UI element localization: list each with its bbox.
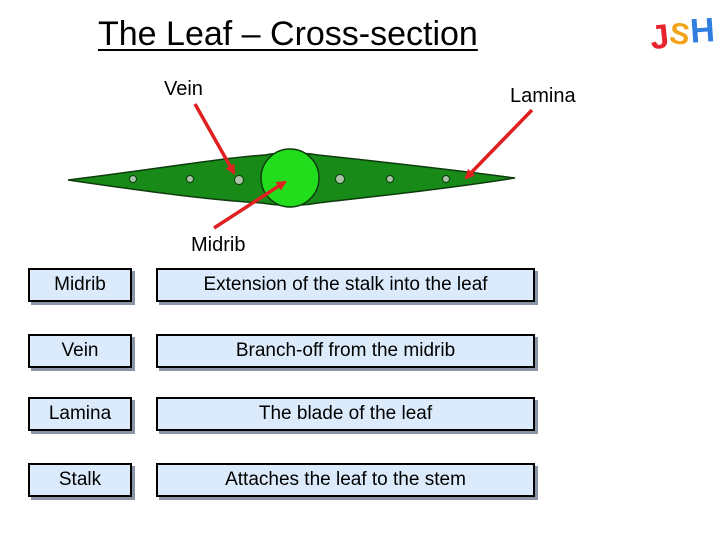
- table-row: Lamina The blade of the leaf: [28, 397, 536, 433]
- description-box: Attaches the leaf to the stem: [156, 463, 535, 497]
- vein-arrow: [193, 103, 236, 175]
- logo-letter-j: J: [648, 17, 671, 56]
- vein-dot: [386, 175, 394, 183]
- midrib-arrow: [213, 180, 287, 230]
- logo-letter-s: S: [667, 17, 691, 52]
- term-box: Midrib: [28, 268, 132, 302]
- table-row: Stalk Attaches the leaf to the stem: [28, 463, 536, 499]
- table-row: Midrib Extension of the stalk into the l…: [28, 268, 536, 304]
- description-box: Extension of the stalk into the leaf: [156, 268, 535, 302]
- term-box: Lamina: [28, 397, 132, 431]
- jsh-logo: J S H: [648, 11, 716, 56]
- vein-dot: [335, 174, 345, 184]
- leaf-cross-section-diagram: [67, 103, 534, 230]
- logo-letter-h: H: [689, 11, 716, 51]
- term-box: Vein: [28, 334, 132, 368]
- vein-dot: [442, 175, 450, 183]
- vein-dot: [186, 175, 194, 183]
- term-box: Stalk: [28, 463, 132, 497]
- vein-dot: [129, 175, 137, 183]
- lamina-label: Lamina: [510, 85, 576, 107]
- vein-dot: [234, 175, 244, 185]
- midrib-circle: [260, 148, 320, 208]
- midrib-label: Midrib: [191, 234, 246, 256]
- vein-label: Vein: [164, 78, 203, 100]
- lamina-arrow: [464, 108, 534, 180]
- description-box: Branch-off from the midrib: [156, 334, 535, 368]
- page-title: The Leaf – Cross-section: [98, 15, 478, 53]
- table-row: Vein Branch-off from the midrib: [28, 334, 536, 370]
- description-box: The blade of the leaf: [156, 397, 535, 431]
